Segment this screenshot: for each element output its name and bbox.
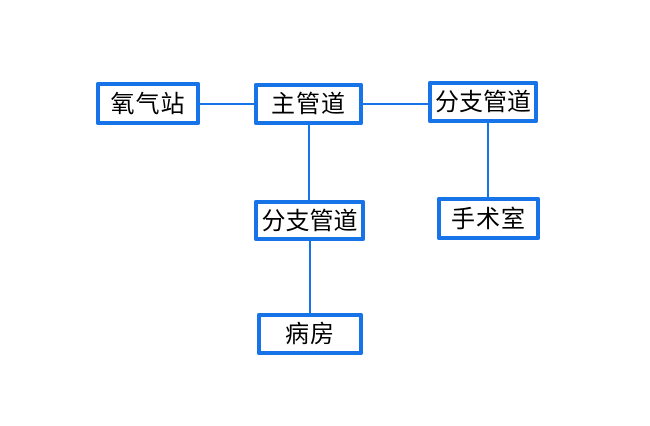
node-branch-pipeline-right: 分支管道 <box>428 81 538 123</box>
edge-main-pipeline-to-branch-pipeline-right <box>363 103 428 105</box>
node-branch-pipeline-middle: 分支管道 <box>254 200 365 241</box>
node-main-pipeline: 主管道 <box>254 83 363 125</box>
edge-main-pipeline-to-branch-pipeline-middle <box>308 125 310 200</box>
edge-branch-pipeline-right-to-operating-room <box>487 123 489 197</box>
node-ward: 病房 <box>257 313 363 355</box>
edge-branch-pipeline-middle-to-ward <box>309 241 311 313</box>
node-oxygen-station: 氧气站 <box>96 82 200 125</box>
edge-oxygen-station-to-main-pipeline <box>200 103 254 105</box>
node-operating-room: 手术室 <box>437 197 540 240</box>
